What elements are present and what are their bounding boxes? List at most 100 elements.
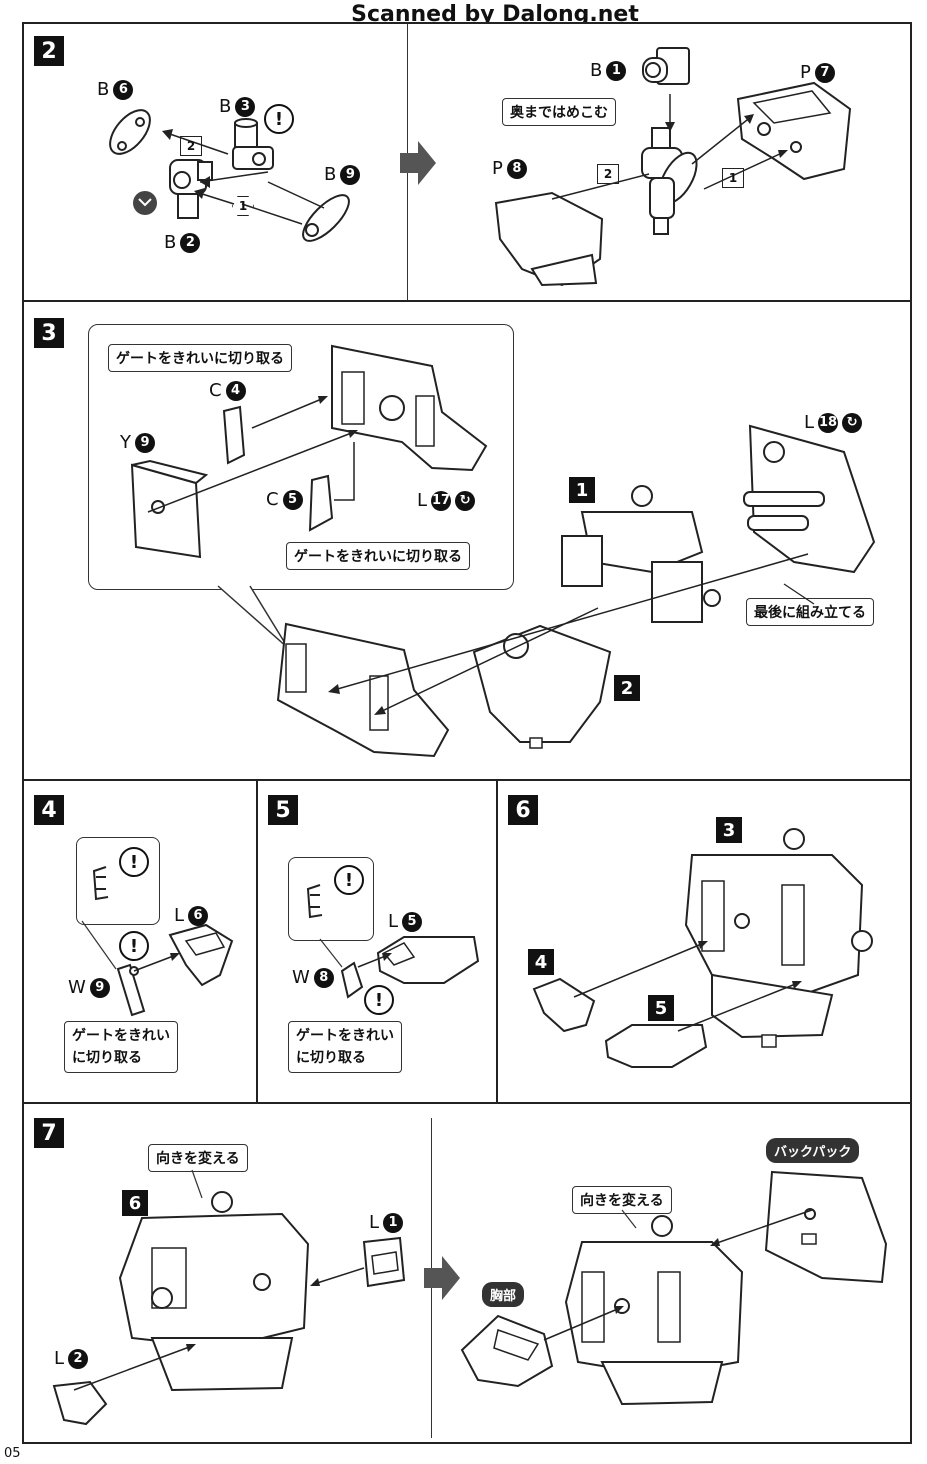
warning-icon: ! — [334, 865, 364, 895]
note-gate-bottom: ゲートをきれいに切り取る — [286, 542, 470, 570]
note-push-in: 奥まではめこむ — [502, 98, 616, 126]
assembly-arrows — [162, 129, 325, 225]
detail-callout — [288, 857, 374, 941]
part-b3-drawing — [232, 118, 274, 170]
subassembly-3: 3 — [716, 817, 742, 843]
part-b1-drawing — [642, 47, 690, 85]
page-number: 05 — [4, 1446, 21, 1461]
subassembly-6: 6 — [122, 1190, 148, 1216]
step-number: 5 — [268, 795, 298, 825]
warning-icon: ! — [364, 985, 394, 1015]
cement-icon: ↻ — [842, 412, 863, 433]
step-number: 3 — [34, 318, 64, 348]
part-torso-assembled-drawing — [276, 622, 450, 758]
part-b6-drawing — [109, 109, 151, 155]
tag-backpack: バックパック — [766, 1138, 860, 1163]
note-turn-right: 向きを変える — [572, 1186, 672, 1214]
part-l18-drawing — [743, 424, 876, 574]
warning-icon: ! — [119, 847, 149, 877]
note-gate-top: ゲートをきれいに切り取る — [108, 344, 292, 372]
torso-assembly-drawing — [684, 828, 873, 1048]
torso-rotated-drawing — [118, 1191, 310, 1392]
step4-arrows — [81, 920, 180, 972]
part-l1-drawing — [362, 1236, 406, 1288]
assembly-arrows-right — [551, 94, 788, 200]
step7-arrows-left — [73, 1169, 365, 1391]
part-assembly-5-drawing — [604, 1024, 708, 1068]
part-b9-drawing — [302, 194, 350, 242]
part-y9-drawing — [130, 459, 209, 559]
part-l6-drawing — [168, 923, 234, 987]
step3-arrows-main — [328, 553, 815, 715]
subassembly-1: 1 — [569, 477, 595, 503]
order-2-right: 2 — [597, 164, 619, 184]
part-b2-drawing — [169, 159, 213, 219]
part-c5-drawing — [308, 474, 334, 532]
step6-arrows — [573, 941, 802, 1032]
part-joint-drawing — [641, 127, 698, 235]
step-number: 4 — [34, 795, 64, 825]
part-c4-drawing — [222, 405, 246, 465]
step-6-panel: 6 3 4 5 — [496, 779, 912, 1104]
part-w9-detail-drawing — [92, 866, 109, 901]
torso-final-drawing — [564, 1215, 744, 1406]
part-frame-drawing — [561, 485, 721, 623]
part-assembly-4-drawing — [532, 977, 596, 1033]
cement-icon: ↻ — [455, 490, 476, 511]
note-assemble-last: 最後に組み立てる — [746, 598, 874, 626]
step3-arrows-callout — [147, 396, 358, 513]
detail-callout — [88, 324, 514, 590]
flow-arrow-icon — [424, 1256, 460, 1300]
note-gate: ゲートをきれいに切り取る — [288, 1021, 402, 1073]
part-w9-drawing — [116, 963, 146, 1017]
step-number: 2 — [34, 36, 64, 66]
part-l5-drawing — [376, 936, 480, 984]
order-1: 1 — [232, 196, 254, 216]
chest-drawing — [460, 1314, 554, 1388]
backpack-drawing — [764, 1170, 888, 1284]
step7-arrows-right — [543, 1209, 813, 1341]
note-gate: ゲートをきれいに切り取る — [64, 1021, 178, 1073]
note-turn-left: 向きを変える — [148, 1144, 248, 1172]
cut-hint-icon — [133, 191, 157, 215]
warning-icon: ! — [119, 931, 149, 961]
part-p8-drawing — [494, 191, 604, 287]
detail-callout — [76, 837, 160, 925]
step-number: 7 — [34, 1118, 64, 1148]
part-torso-front-drawing — [331, 344, 488, 472]
subassembly-5: 5 — [648, 995, 674, 1021]
part-l2-drawing — [52, 1380, 108, 1426]
step-number: 6 — [508, 795, 538, 825]
part-p7-drawing — [736, 81, 852, 181]
part-w8-detail-drawing — [306, 884, 323, 919]
order-2: 2 — [180, 136, 202, 156]
order-1-right: 1 — [722, 168, 744, 188]
flow-arrow-icon — [400, 141, 436, 185]
tag-chest: 胸部 — [482, 1282, 525, 1307]
subassembly-4: 4 — [528, 949, 554, 975]
step5-arrows — [319, 938, 392, 968]
part-w8-drawing — [340, 961, 364, 999]
